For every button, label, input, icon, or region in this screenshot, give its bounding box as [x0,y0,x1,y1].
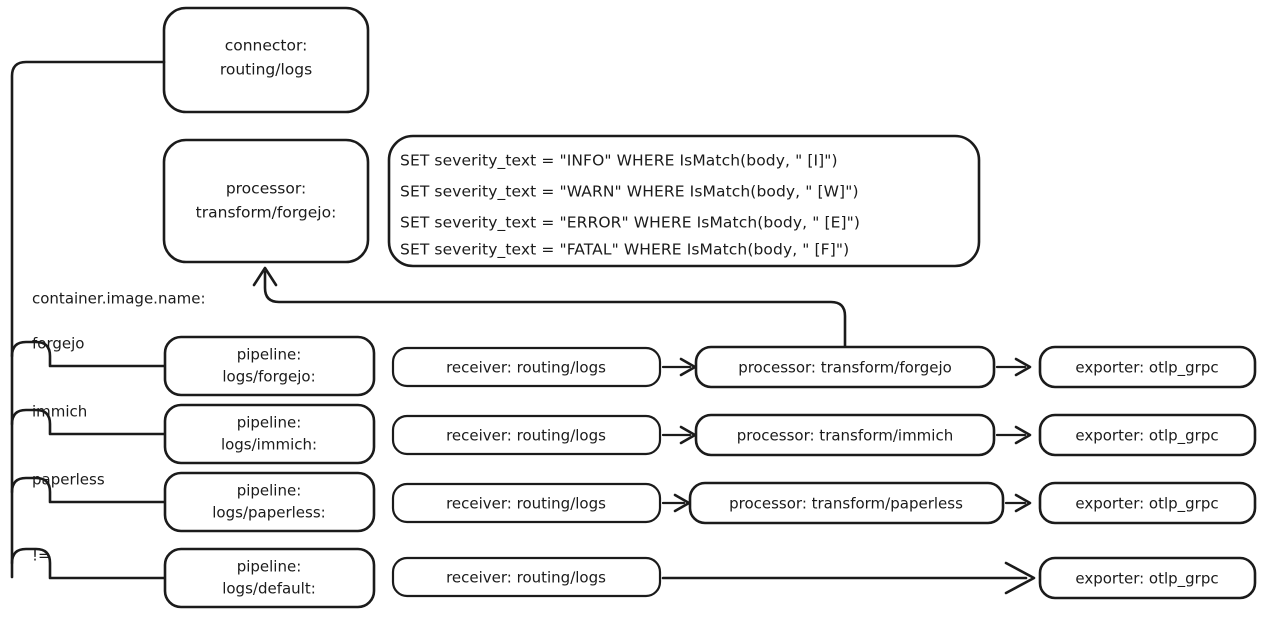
receiver-immich-box [391,414,662,456]
node-processor-paperless[interactable]: processor: transform/paperless [688,481,1005,525]
node-receiver-paperless[interactable]: receiver: routing/logs [391,482,662,524]
processor-paperless-box [688,481,1005,525]
node-pipeline-default[interactable]: pipeline: logs/default: [163,547,376,609]
node-receiver-default[interactable]: receiver: routing/logs [391,556,662,598]
ottl-statement-0: SET severity_text = "INFO" WHERE IsMatch… [400,152,838,171]
node-pipeline-immich[interactable]: pipeline: logs/immich: [163,403,376,465]
node-exporter-default[interactable]: exporter: otlp_grpc [1038,556,1257,600]
ottl-statement-2: SET severity_text = "ERROR" WHERE IsMatc… [400,214,860,233]
pipeline-default-box [163,547,376,609]
receiver-paperless-label: receiver: routing/logs [446,495,606,513]
pipeline-immich-line2: logs/immich: [221,436,317,454]
node-exporter-immich[interactable]: exporter: otlp_grpc [1038,413,1257,457]
node-connector[interactable]: connector: routing/logs [162,6,370,114]
ottl-statement-1: SET severity_text = "WARN" WHERE IsMatch… [400,183,859,202]
connector-label-line2: routing/logs [220,61,312,79]
branch-line-default [10,547,210,580]
route-condition-default: != [32,547,51,565]
route-condition-immich: immich [32,403,87,421]
edge-receiver-to-processor-forgejo [661,357,697,377]
node-pipeline-paperless[interactable]: pipeline: logs/paperless: [163,471,376,533]
exporter-paperless-box [1038,481,1257,525]
node-receiver-immich[interactable]: receiver: routing/logs [391,414,662,456]
edge-processor-to-exporter-immich [995,425,1032,445]
processor-definition-label-line2: transform/forgejo: [196,204,337,222]
exporter-default-box [1038,556,1257,600]
exporter-default-label: exporter: otlp_grpc [1075,570,1218,589]
exporter-forgejo-box [1038,345,1257,389]
node-pipeline-forgejo[interactable]: pipeline: logs/forgejo: [163,335,376,397]
edge-receiver-to-exporter-default [661,561,1036,595]
node-exporter-paperless[interactable]: exporter: otlp_grpc [1038,481,1257,525]
ottl-statements-box [387,134,981,268]
route-condition-forgejo: forgejo [32,335,84,353]
processor-forgejo-label: processor: transform/forgejo [738,359,952,377]
processor-immich-box [694,413,996,457]
node-exporter-forgejo[interactable]: exporter: otlp_grpc [1038,345,1257,389]
pipeline-forgejo-line1: pipeline: [237,346,302,364]
receiver-default-box [391,556,662,598]
route-row-paperless: paperless pipeline: logs/paperless: rece… [10,471,1257,533]
ottl-statement-3: SET severity_text = "FATAL" WHERE IsMatc… [400,241,849,260]
edge-connector-to-routing-trunk [10,60,166,579]
processor-paperless-label: processor: transform/paperless [729,495,963,513]
exporter-immich-label: exporter: otlp_grpc [1075,427,1218,446]
edge-forgejo-processor-to-definition [252,266,847,349]
receiver-default-label: receiver: routing/logs [446,569,606,587]
pipeline-paperless-box [163,471,376,533]
node-receiver-forgejo[interactable]: receiver: routing/logs [391,346,662,388]
processor-definition-label-line1: processor: [226,180,306,198]
pipeline-forgejo-line2: logs/forgejo: [222,368,315,386]
pipeline-forgejo-box [163,335,376,397]
exporter-forgejo-label: exporter: otlp_grpc [1075,359,1218,378]
pipeline-default-line2: logs/default: [222,580,316,598]
exporter-immich-box [1038,413,1257,457]
pipeline-paperless-line1: pipeline: [237,482,302,500]
node-processor-immich[interactable]: processor: transform/immich [694,413,996,457]
edge-processor-to-exporter-paperless [1004,493,1032,513]
node-processor-definition[interactable]: processor: transform/forgejo: [162,138,370,264]
node-processor-forgejo[interactable]: processor: transform/forgejo [694,345,996,389]
connector-label-line1: connector: [225,37,308,55]
exporter-paperless-label: exporter: otlp_grpc [1075,495,1218,514]
route-row-forgejo: forgejo pipeline: logs/forgejo: receiver… [10,335,1257,397]
pipeline-immich-line1: pipeline: [237,414,302,432]
branch-line-forgejo [10,340,210,368]
route-row-immich: immich pipeline: logs/immich: receiver: … [10,403,1257,465]
pipeline-immich-box [163,403,376,465]
edge-processor-to-exporter-forgejo [995,357,1032,377]
receiver-forgejo-box [391,346,662,388]
branch-line-immich [10,408,210,436]
receiver-paperless-box [391,482,662,524]
edge-receiver-to-processor-paperless [661,493,691,513]
edge-receiver-to-processor-immich [661,425,697,445]
receiver-immich-label: receiver: routing/logs [446,427,606,445]
pipeline-paperless-line2: logs/paperless: [212,504,325,522]
routing-attribute-label: container.image.name: [32,290,206,308]
processor-immich-label: processor: transform/immich [737,427,953,445]
processor-definition-box [162,138,370,264]
route-condition-paperless: paperless [32,471,105,489]
branch-line-paperless [10,476,210,504]
connector-box [162,6,370,114]
route-row-default: != pipeline: logs/default: receiver: rou… [10,547,1257,609]
receiver-forgejo-label: receiver: routing/logs [446,359,606,377]
node-ottl-statements[interactable]: SET severity_text = "INFO" WHERE IsMatch… [387,134,981,268]
pipeline-default-line1: pipeline: [237,558,302,576]
processor-forgejo-box [694,345,996,389]
